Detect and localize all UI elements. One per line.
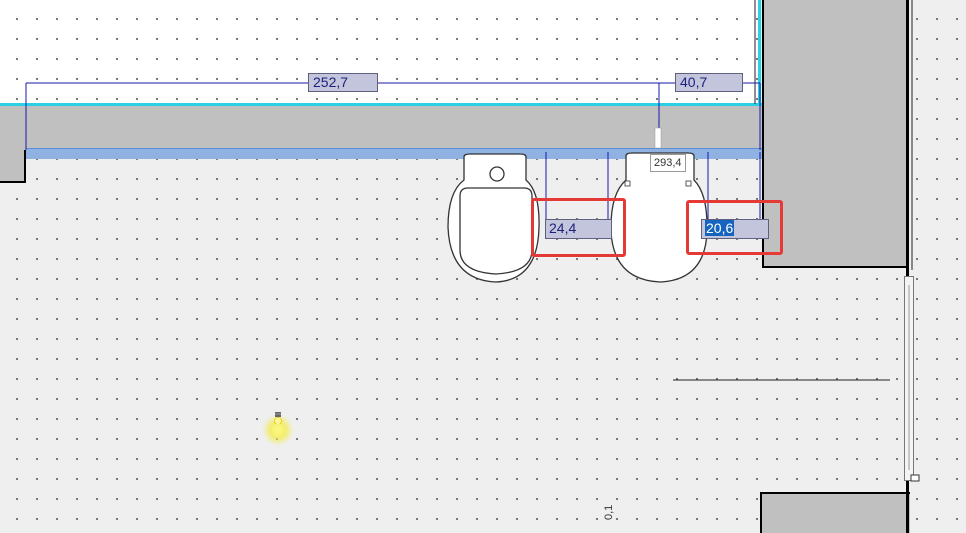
height-tooltip: 293,4 — [650, 154, 686, 172]
wall-marker — [654, 127, 662, 149]
selected-wall-outline-horizontal — [0, 103, 762, 106]
wall-right[interactable] — [762, 0, 908, 268]
outer-wall-edge — [906, 0, 909, 533]
bidet-icon[interactable] — [444, 152, 544, 284]
door-handle — [910, 474, 920, 482]
bulb-base-icon — [274, 412, 282, 424]
wc-gap-input[interactable]: 20,6 — [701, 219, 769, 239]
wall-left-stub[interactable] — [0, 150, 26, 183]
bidet-gap-input[interactable]: 24,4 — [545, 219, 612, 239]
selected-wall-outline-vertical — [758, 0, 761, 106]
floor-label-fragment: 0,1 — [603, 504, 615, 520]
dimension-label-top-right[interactable]: 40,7 — [675, 73, 743, 92]
highlight-box-wc-gap — [686, 200, 783, 255]
selected-value: 20,6 — [705, 220, 735, 236]
upper-room-floor — [0, 0, 760, 104]
dimension-label-top-left[interactable]: 252,7 — [308, 73, 378, 92]
wall-covering-strip[interactable] — [26, 148, 762, 159]
highlight-box-bidet-gap — [531, 198, 626, 257]
wall-bottom-right[interactable] — [760, 492, 910, 533]
